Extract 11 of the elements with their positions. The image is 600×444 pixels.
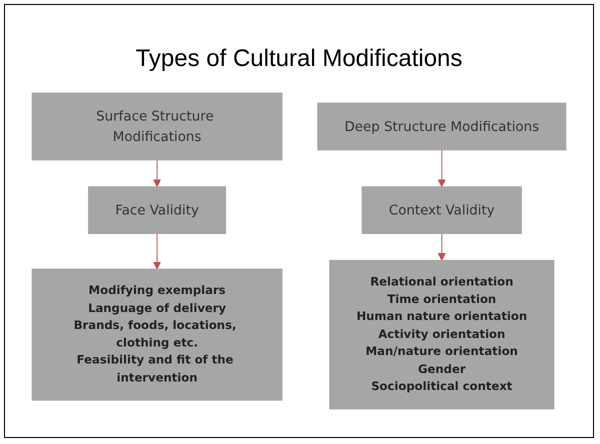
node-box: Deep Structure Modifications xyxy=(317,102,566,150)
arrow xyxy=(153,160,161,188)
arrow xyxy=(438,150,446,188)
node-box: Relational orientation Time orientation Human nature orientation Activity orientation Man/nature orientation Gender Sociopolitical context xyxy=(329,260,554,410)
node-box: Context Validity xyxy=(362,186,522,234)
diagram-title: Types of Cultural Modifications xyxy=(136,45,462,73)
node-box: Face Validity xyxy=(88,186,226,234)
node-box: Modifying exemplars Language of delivery Brands, foods, locations, clothing etc. Feasibility and fit of the intervention xyxy=(32,268,282,401)
arrow xyxy=(438,233,446,261)
arrow xyxy=(153,233,161,270)
node-box: Surface Structure Modifications xyxy=(32,92,282,160)
